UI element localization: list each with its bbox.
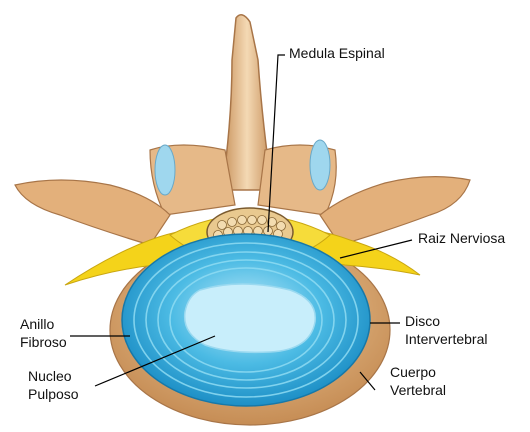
label-annulus-line1: Anillo bbox=[20, 316, 54, 333]
label-body-line1: Cuerpo bbox=[390, 364, 436, 381]
facet-left bbox=[155, 145, 175, 195]
label-annulus-line2: Fibroso bbox=[20, 334, 67, 351]
label-disc-line1: Disco bbox=[405, 313, 440, 330]
label-body-line2: Vertebral bbox=[390, 382, 446, 399]
label-nucleus-line2: Pulposo bbox=[28, 386, 79, 403]
label-nerve-root: Raiz Nerviosa bbox=[418, 230, 505, 247]
transverse-process-left bbox=[15, 180, 170, 245]
label-disc-line2: Intervertebral bbox=[405, 331, 487, 348]
nucleus-pulposus bbox=[185, 284, 316, 352]
label-spinal-cord: Medula Espinal bbox=[289, 45, 385, 62]
facet-right bbox=[310, 140, 330, 190]
label-nucleus-line1: Nucleo bbox=[28, 368, 72, 385]
